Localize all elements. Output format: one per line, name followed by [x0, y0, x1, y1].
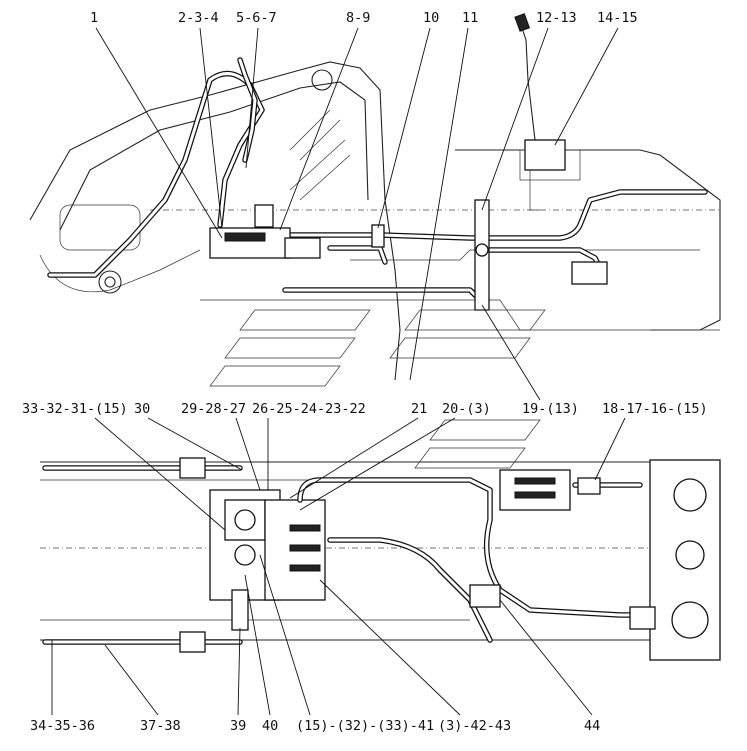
leader-3-42-43 — [319, 579, 461, 716]
leader-44 — [499, 599, 593, 716]
upper-hatch-panels — [209, 309, 546, 387]
cylinder-bottom — [179, 631, 206, 653]
leader-39 — [237, 627, 241, 716]
boom-hatching — [289, 109, 351, 201]
leader-14-15 — [554, 27, 619, 146]
fitting-18 — [577, 477, 601, 495]
leader-15-32-33-41 — [259, 554, 311, 716]
leader-lines — [51, 27, 626, 716]
valve-port-b — [234, 544, 256, 566]
spool-2 — [289, 544, 321, 552]
spool-3 — [289, 564, 321, 572]
accumulator-19 — [571, 261, 608, 285]
leader-20-3 — [299, 417, 456, 511]
leader-37-38 — [104, 644, 159, 716]
callout-19-13: 19-(13) — [522, 401, 579, 417]
leader-10 — [377, 27, 431, 229]
valve-port-a — [234, 509, 256, 531]
boom-arm-loop — [39, 249, 201, 293]
callout-labels: 1 2-3-4 5-6-7 8-9 10 11 12-13 14-15 19-(… — [22, 10, 708, 734]
filter-element-2 — [514, 491, 556, 499]
leader-5-6-7 — [245, 27, 259, 169]
leader-29-28-27 — [235, 417, 261, 491]
lower-view — [40, 419, 721, 661]
leader-19-13 — [481, 304, 541, 401]
housing-flange-top — [673, 478, 707, 512]
spool-1 — [289, 524, 321, 532]
control-valve-spool — [224, 232, 266, 242]
pilot-valve-14-15 — [524, 139, 566, 171]
callout-10: 10 — [423, 10, 439, 26]
callout-39: 39 — [230, 718, 246, 734]
callout-20-3: 20-(3) — [442, 401, 491, 417]
leader-30 — [147, 417, 243, 471]
hose-upper-main — [277, 189, 708, 241]
frame-rail-lower — [200, 299, 720, 331]
pivot-pin-center — [104, 276, 116, 288]
lower-hatch-panels — [414, 419, 541, 469]
bracket-44 — [469, 584, 501, 608]
cylinder-top — [179, 457, 206, 479]
callout-21: 21 — [411, 401, 427, 417]
callout-34-35-36: 34-35-36 — [30, 718, 95, 734]
fitting-8-9 — [284, 237, 321, 259]
callout-37-38: 37-38 — [140, 718, 181, 734]
callout-14-15: 14-15 — [597, 10, 638, 26]
callout-40: 40 — [262, 718, 278, 734]
joystick-knob — [514, 13, 531, 32]
leader-12-13 — [481, 27, 549, 211]
callout-26-25-24-23-22: 26-25-24-23-22 — [252, 401, 366, 417]
leader-21 — [289, 417, 419, 499]
leader-18-17-16-15 — [594, 417, 626, 481]
pilot-valve-stem — [529, 170, 540, 211]
callout-3-42-43: (3)-42-43 — [438, 718, 511, 734]
boom-inner-outline — [59, 81, 369, 231]
upper-view — [29, 13, 721, 387]
pivot-pin — [98, 270, 122, 294]
filter-block — [499, 469, 571, 511]
pump-44 — [629, 606, 656, 630]
leader-2-3-4 — [199, 27, 223, 229]
callout-15-32-33-41: (15)-(32)-(33)-41 — [296, 718, 434, 734]
callout-2-3-4: 2-3-4 — [178, 10, 219, 26]
callout-5-6-7: 5-6-7 — [236, 10, 277, 26]
relief-valve-39 — [231, 589, 249, 631]
callout-8-9: 8-9 — [346, 10, 370, 26]
housing-flange-mid — [675, 540, 705, 570]
leader-1 — [95, 27, 223, 239]
leader-11 — [409, 27, 469, 381]
callout-18-17-16-15: 18-17-16-(15) — [602, 401, 708, 417]
callout-12-13: 12-13 — [536, 10, 577, 26]
joystick-lever — [519, 21, 541, 151]
leader-40 — [244, 574, 271, 716]
fitting-12-13 — [475, 243, 489, 257]
valve-block-top — [254, 204, 274, 228]
callout-33-32-31-15: 33-32-31-(15) — [22, 401, 128, 417]
callout-1: 1 — [90, 10, 98, 26]
callout-11: 11 — [462, 10, 478, 26]
boom-pin — [311, 69, 333, 91]
callout-30: 30 — [134, 401, 150, 417]
leader-33-32-31-15 — [94, 417, 226, 531]
hose-lower-2 — [327, 537, 493, 643]
leader-8-9 — [279, 27, 359, 231]
clamp-10 — [371, 224, 385, 248]
boom-outline — [29, 61, 401, 381]
housing-flange-bottom — [671, 601, 709, 639]
callout-29-28-27: 29-28-27 — [181, 401, 246, 417]
callout-44: 44 — [584, 718, 600, 734]
filter-element-1 — [514, 477, 556, 485]
